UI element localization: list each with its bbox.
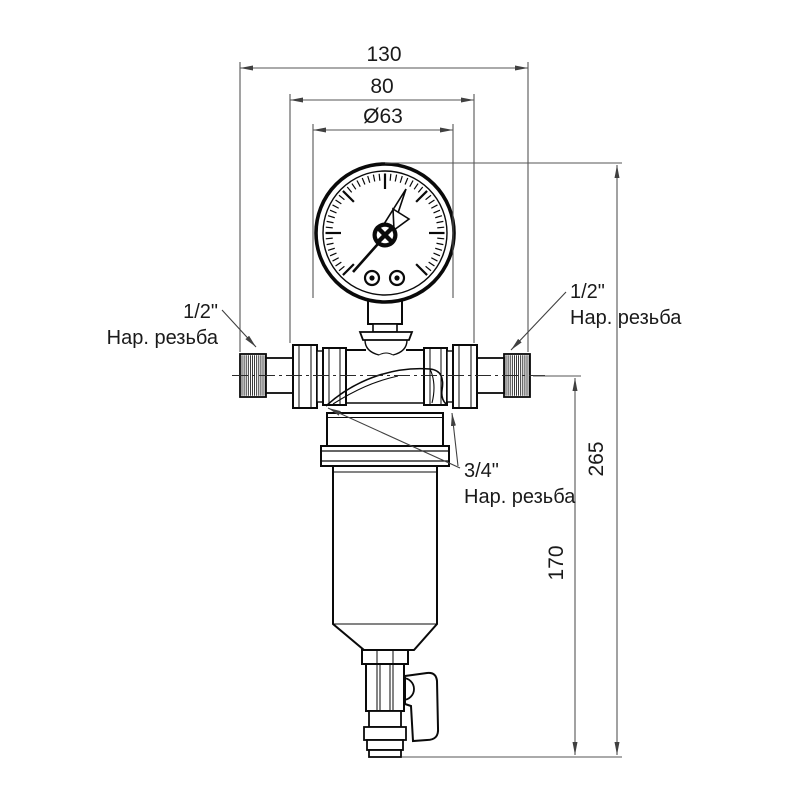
label-left-port-size: 1/2" bbox=[183, 301, 218, 323]
filter-bowl bbox=[332, 465, 438, 651]
gauge-screws bbox=[363, 269, 406, 287]
extension-lines bbox=[239, 62, 622, 758]
gauge-dial-ticks bbox=[325, 173, 445, 276]
body-right-cone bbox=[429, 368, 435, 404]
label-union-port-type: Нар. резьба bbox=[464, 486, 576, 508]
pressure-gauge bbox=[314, 162, 456, 304]
dim-gauge-diameter: Ø63 bbox=[313, 105, 453, 133]
union-nut-left bbox=[292, 344, 347, 409]
label-union-port: 3/4" Нар. резьба bbox=[327, 407, 576, 508]
label-right-port-type: Нар. резьба bbox=[570, 307, 682, 329]
body-contour-echo bbox=[332, 375, 399, 405]
filter-collar bbox=[320, 445, 450, 467]
drain-hex-collar bbox=[361, 649, 409, 665]
label-left-port: 1/2" Нар. резьба bbox=[107, 301, 257, 349]
label-right-port-size: 1/2" bbox=[570, 281, 605, 303]
gauge-inner-ring bbox=[322, 170, 448, 296]
label-right-port: 1/2" Нар. резьба bbox=[510, 281, 682, 351]
drain-nozzle bbox=[363, 710, 407, 758]
dim-overall-width-value: 130 bbox=[366, 43, 401, 66]
tee-body bbox=[325, 349, 447, 407]
pipe-assembly bbox=[239, 344, 531, 409]
filter-housing bbox=[320, 412, 450, 651]
dim-overall-height-value: 265 bbox=[585, 441, 608, 476]
dim-axis-height: 170 bbox=[545, 378, 578, 755]
label-left-port-type: Нар. резьба bbox=[107, 327, 219, 349]
gauge-stem bbox=[358, 299, 414, 356]
dim-union-span-value: 80 bbox=[370, 75, 393, 98]
filter-head bbox=[326, 412, 444, 447]
dim-gauge-diameter-value: Ø63 bbox=[363, 105, 403, 128]
dim-overall-height: 265 bbox=[585, 165, 620, 755]
gauge-hub bbox=[372, 222, 398, 248]
dim-union-span: 80 bbox=[290, 75, 474, 103]
drain-handle bbox=[404, 671, 440, 743]
drain-cylinder bbox=[365, 663, 405, 712]
dim-axis-height-value: 170 bbox=[545, 545, 568, 580]
union-nut-right bbox=[423, 344, 478, 409]
drain-valve bbox=[361, 649, 440, 758]
body-contour-line bbox=[325, 367, 447, 407]
drain-handle-pivot bbox=[402, 677, 415, 701]
label-union-port-size: 3/4" bbox=[464, 460, 499, 482]
dim-overall-width: 130 bbox=[240, 43, 528, 71]
